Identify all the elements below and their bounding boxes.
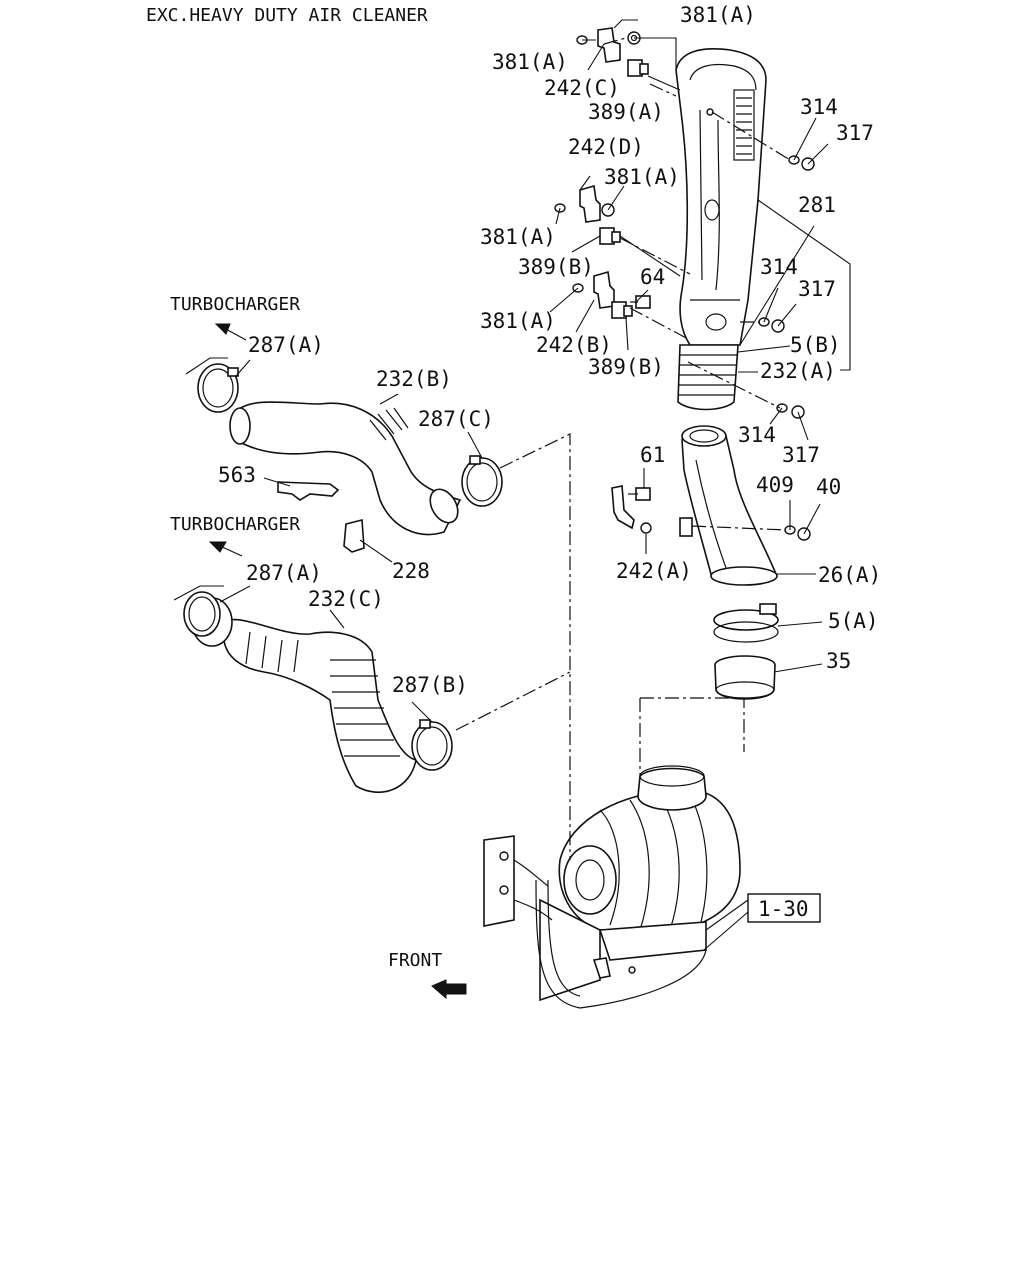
- leader-lines: [173, 19, 851, 951]
- bracket-242a[interactable]: [611, 485, 693, 537]
- callout-242c: 242(C): [544, 76, 620, 100]
- intake-duct-281[interactable]: [675, 48, 767, 346]
- turbo-hose-232c[interactable]: [191, 597, 417, 794]
- clip-563[interactable]: [277, 481, 340, 501]
- callout-317-low: 317: [782, 443, 820, 467]
- callout-232c: 232(C): [308, 587, 384, 611]
- turbocharger-label-lower: TURBOCHARGER: [170, 514, 300, 535]
- air-cleaner-assembly[interactable]: [483, 765, 741, 1009]
- hose-clamp-287c[interactable]: [461, 455, 503, 507]
- callout-381a-mid-left: 381(A): [480, 225, 556, 249]
- callout-labels: 381(A) 381(A) 242(C) 389(A) 314 317 242(…: [218, 3, 881, 697]
- callout-317-top: 317: [836, 121, 874, 145]
- elbow-duct-26a[interactable]: [681, 425, 778, 586]
- callout-389a: 389(A): [588, 100, 664, 124]
- callout-381a-lower: 381(A): [480, 309, 556, 333]
- front-direction-arrow-icon: [431, 979, 467, 1000]
- front-label: FRONT: [388, 950, 442, 971]
- adapter-ring-35[interactable]: [714, 655, 776, 700]
- callout-40: 40: [816, 475, 841, 499]
- callout-232b: 232(B): [376, 367, 452, 391]
- callout-35: 35: [826, 649, 851, 673]
- callout-314-low: 314: [738, 423, 776, 447]
- callout-26a: 26(A): [818, 563, 881, 587]
- bolt-61[interactable]: [628, 487, 651, 501]
- callout-242d: 242(D): [568, 135, 644, 159]
- callout-242b: 242(B): [536, 333, 612, 357]
- front-indicator: FRONT: [388, 950, 467, 1000]
- callout-409: 409: [756, 473, 794, 497]
- callout-64: 64: [640, 265, 665, 289]
- callout-317-mid: 317: [798, 277, 836, 301]
- callout-287a-upper: 287(A): [248, 333, 324, 357]
- callout-563: 563: [218, 463, 256, 487]
- clip-228[interactable]: [343, 518, 365, 553]
- hose-clamp-5a[interactable]: [713, 603, 779, 643]
- bellows-hose-232a[interactable]: [677, 344, 739, 411]
- callout-242a: 242(A): [616, 559, 692, 583]
- callout-389b-lower: 389(B): [588, 355, 664, 379]
- callout-314-mid: 314: [760, 255, 798, 279]
- callout-232a: 232(A): [760, 359, 836, 383]
- rubber-mount-389b-lower[interactable]: [611, 301, 633, 319]
- turbocharger-direction-arrow-icon: [208, 541, 243, 557]
- callout-381a-top: 381(A): [680, 3, 756, 27]
- turbocharger-label-upper: TURBOCHARGER: [170, 294, 300, 315]
- callout-287b: 287(B): [392, 673, 468, 697]
- callout-389b-upper: 389(B): [518, 255, 594, 279]
- assembly-centerlines: [455, 37, 791, 860]
- turbocharger-direction-upper: TURBOCHARGER: [170, 294, 300, 341]
- callout-287c: 287(C): [418, 407, 494, 431]
- reference-box-1-30[interactable]: 1-30: [747, 893, 821, 923]
- callout-281: 281: [798, 193, 836, 217]
- bracket-242b[interactable]: [593, 270, 615, 309]
- callout-1-30: 1-30: [758, 897, 809, 921]
- callout-5b: 5(B): [790, 333, 841, 357]
- callout-381a-mid-right: 381(A): [604, 165, 680, 189]
- callout-61: 61: [640, 443, 665, 467]
- callout-5a: 5(A): [828, 609, 879, 633]
- rubber-mount-389a[interactable]: [627, 59, 649, 77]
- hose-clamp-287a-upper[interactable]: [197, 363, 239, 413]
- hose-clamp-287b[interactable]: [411, 719, 453, 771]
- callout-287a-lower: 287(A): [246, 561, 322, 585]
- rubber-mount-389b-upper[interactable]: [599, 227, 621, 245]
- hose-clamp-287a-lower[interactable]: [183, 591, 221, 637]
- callout-228: 228: [392, 559, 430, 583]
- bracket-242d[interactable]: [579, 184, 601, 223]
- callout-381a-left: 381(A): [492, 50, 568, 74]
- turbocharger-direction-lower: TURBOCHARGER: [170, 514, 300, 557]
- nut-242a-side[interactable]: [640, 522, 652, 534]
- turbocharger-direction-arrow-icon: [214, 323, 247, 341]
- bracket-242c[interactable]: [597, 27, 621, 63]
- callout-314-top: 314: [800, 95, 838, 119]
- turbo-hose-232b[interactable]: [229, 401, 463, 536]
- diagram-title: EXC.HEAVY DUTY AIR CLEANER: [146, 5, 428, 26]
